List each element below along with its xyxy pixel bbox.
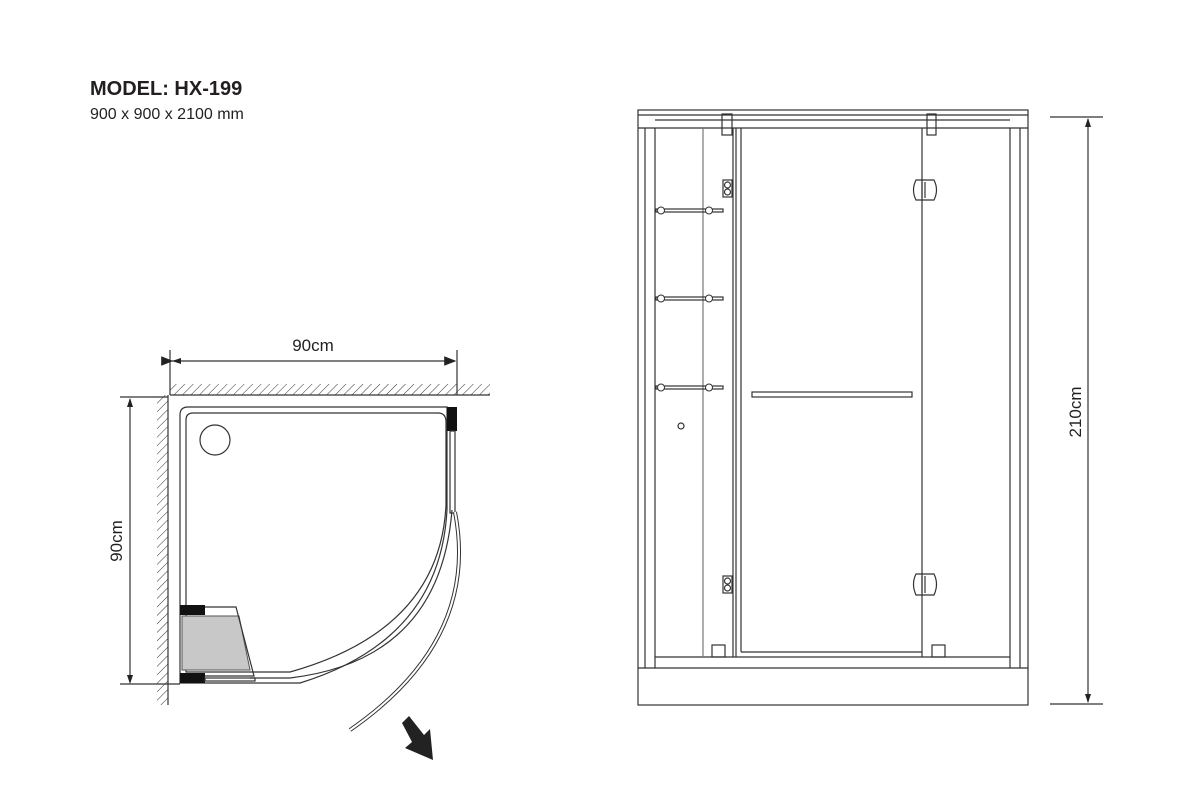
wall-profile-left-top [180,605,205,615]
shelf-3 [655,383,724,392]
top-clip-left [721,113,733,136]
shower-tray-outer [179,406,448,684]
depth-label: 90cm [107,520,126,562]
wall-profile-right [447,407,457,431]
height-label: 210cm [1066,386,1085,437]
model-dimensions: 900 x 900 x 2100 mm [90,106,244,123]
wall-profile-left-bottom [180,673,205,683]
left-wall-hatch [157,395,168,705]
control-box-top-icon [722,179,733,198]
width-label: 90cm [292,336,334,355]
bottom-profile [204,677,256,682]
foot-left [711,644,726,658]
seat-frame [205,606,255,677]
control-box-bottom-icon [722,575,733,594]
front-view: 210cm [637,109,1103,706]
plan-view: 90cm 90cm [107,336,490,760]
door-handle-bar [751,391,913,398]
top-wall-hatch [170,384,490,395]
cabin-outline [637,109,1029,706]
shower-tray-inner [185,412,447,673]
shelf-2 [655,294,724,303]
top-clip-right [926,113,937,136]
shower-outlet-icon [677,422,685,430]
fixed-panel-right [449,430,456,514]
height-dimension: 210cm [1050,116,1103,705]
hinge-top-icon [912,179,938,201]
width-dimension: 90cm [161,336,458,395]
foot-right [931,644,946,658]
corner-seat [181,615,251,671]
door-open-arrow-icon [402,716,433,760]
model-title: MODEL: HX-199 [90,78,243,100]
depth-dimension: 90cm [107,396,180,685]
drain-icon [199,424,231,456]
shelf-1 [655,206,724,215]
hinge-bottom-icon [912,573,938,596]
fixed-glass-curve [250,509,453,679]
